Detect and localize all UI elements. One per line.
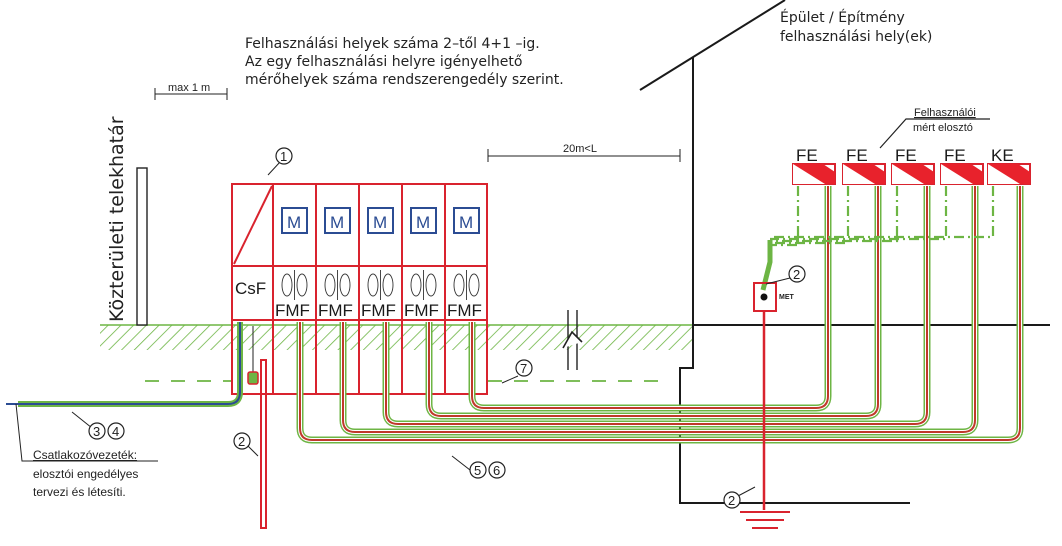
meter-label: M xyxy=(459,213,473,232)
main-earth-terminal: MET xyxy=(753,240,795,510)
meter-box xyxy=(453,207,480,234)
meter-slot: M FMF xyxy=(361,207,396,320)
svg-text:2: 2 xyxy=(728,493,735,508)
dimension-max-label: max 1 m xyxy=(168,82,210,94)
protective-earth-lines xyxy=(770,186,995,247)
met-label: MET xyxy=(779,294,795,301)
pe-line xyxy=(770,186,850,245)
svg-text:2: 2 xyxy=(238,434,245,449)
meter-fuse-label: FMF xyxy=(447,301,482,320)
dimension-length-label: 20m<L xyxy=(563,143,597,155)
callout-7: 7 xyxy=(501,359,533,384)
boundary-label: Közterületi telekhatár xyxy=(106,116,128,322)
callout-1: 1 xyxy=(267,147,293,176)
fuse-icon xyxy=(281,270,308,300)
ground-symbol xyxy=(740,511,790,529)
fuse-icon xyxy=(324,270,351,300)
meter-slot: M FMF xyxy=(447,207,482,320)
distributor-label: FE xyxy=(846,146,868,165)
cable xyxy=(296,186,1024,444)
svg-text:Az egy felhasználási helyre ig: Az egy felhasználási helyre igényelhető xyxy=(245,54,522,70)
svg-text:Felhasználási helyek száma 2–t: Felhasználási helyek száma 2–től 4+1 –ig… xyxy=(245,36,540,52)
distribution-cables xyxy=(296,186,1024,444)
meter-fuse-label: FMF xyxy=(318,301,353,320)
svg-text:Csatlakozóvezeték:: Csatlakozóvezeték: xyxy=(33,448,137,462)
meter-label: M xyxy=(373,213,387,232)
connection-cable xyxy=(6,322,243,407)
distributor-label: KE xyxy=(991,146,1014,165)
cable xyxy=(425,186,882,420)
svg-text:6: 6 xyxy=(493,463,500,478)
fuse-icon xyxy=(453,270,480,300)
meter-box xyxy=(410,207,437,234)
distributor-label: FE xyxy=(944,146,966,165)
callout-5-6: 5 6 xyxy=(451,455,506,479)
meter-box xyxy=(367,207,394,234)
svg-text:Épület / Építmény: Épület / Építmény xyxy=(780,9,905,26)
callout-3-4: 3 4 xyxy=(71,411,125,440)
distributor-ke: KE xyxy=(987,146,1031,185)
svg-text:3: 3 xyxy=(93,424,100,439)
distributor-fe: FE xyxy=(842,146,886,185)
ground-rod-cabinet xyxy=(247,326,267,529)
svg-text:4: 4 xyxy=(112,424,119,439)
note-connection-line: Csatlakozóvezeték: elosztói engedélyes t… xyxy=(15,403,158,499)
svg-text:7: 7 xyxy=(520,361,527,376)
note-consumption-points: Felhasználási helyek száma 2–től 4+1 –ig… xyxy=(245,36,564,88)
distributor-label: FE xyxy=(796,146,818,165)
meter-fuse-label: FMF xyxy=(404,301,439,320)
distributor-fe: FE xyxy=(940,146,984,185)
svg-text:2: 2 xyxy=(793,267,800,282)
pe-line xyxy=(770,186,948,241)
meter-cabinet xyxy=(231,183,488,395)
svg-text:mérőhelyek száma rendszerenged: mérőhelyek száma rendszerengedély szerin… xyxy=(245,72,564,88)
meter-fuse-label: FMF xyxy=(275,301,310,320)
cable xyxy=(382,186,931,428)
svg-text:5: 5 xyxy=(474,463,481,478)
distributor-row: FE FE FE FE KE xyxy=(792,146,1031,185)
meter-box xyxy=(281,207,308,234)
meter-slot: M FMF xyxy=(318,207,353,320)
main-fuse-label: CsF xyxy=(235,279,266,298)
distributor-fe: FE xyxy=(891,146,935,185)
callout-2-met: 2 xyxy=(765,265,806,285)
svg-text:tervezi és létesíti.: tervezi és létesíti. xyxy=(33,485,126,499)
svg-text:felhasználási hely(ek): felhasználási hely(ek) xyxy=(780,29,932,45)
pe-line xyxy=(770,186,899,243)
fuse-icon xyxy=(367,270,394,300)
building-outline xyxy=(639,0,1050,504)
meter-label: M xyxy=(416,213,430,232)
callout-user-distributor: Felhasználói mért elosztó xyxy=(879,107,990,149)
ground-soil xyxy=(100,324,692,350)
meter-slot: M FMF xyxy=(275,207,310,320)
fuse-icon xyxy=(410,270,437,300)
callout-2-cabinet: 2 xyxy=(233,432,259,457)
meter-slot: M FMF xyxy=(404,207,439,320)
distributor-fe: FE xyxy=(792,146,836,185)
svg-text:mért elosztó: mért elosztó xyxy=(913,122,973,134)
meter-label: M xyxy=(330,213,344,232)
dimension-max-1m: max 1 m xyxy=(154,82,228,100)
break-symbol xyxy=(562,310,583,370)
meter-fuse-label: FMF xyxy=(361,301,396,320)
cable xyxy=(339,186,979,436)
svg-text:elosztói engedélyes: elosztói engedélyes xyxy=(33,467,138,481)
boundary-post xyxy=(136,167,148,326)
cable xyxy=(468,186,832,412)
callout-2-building: 2 xyxy=(723,486,756,509)
meter-row: M FMF M FMF M FMF M FMF M FMF xyxy=(275,207,482,320)
note-building: Épület / Építmény felhasználási hely(ek) xyxy=(780,9,932,45)
distributor-label: FE xyxy=(895,146,917,165)
meter-box xyxy=(324,207,351,234)
dimension-length: 20m<L xyxy=(487,143,681,162)
meter-label: M xyxy=(287,213,301,232)
svg-text:Felhasználói: Felhasználói xyxy=(914,107,976,119)
svg-text:1: 1 xyxy=(280,149,287,164)
